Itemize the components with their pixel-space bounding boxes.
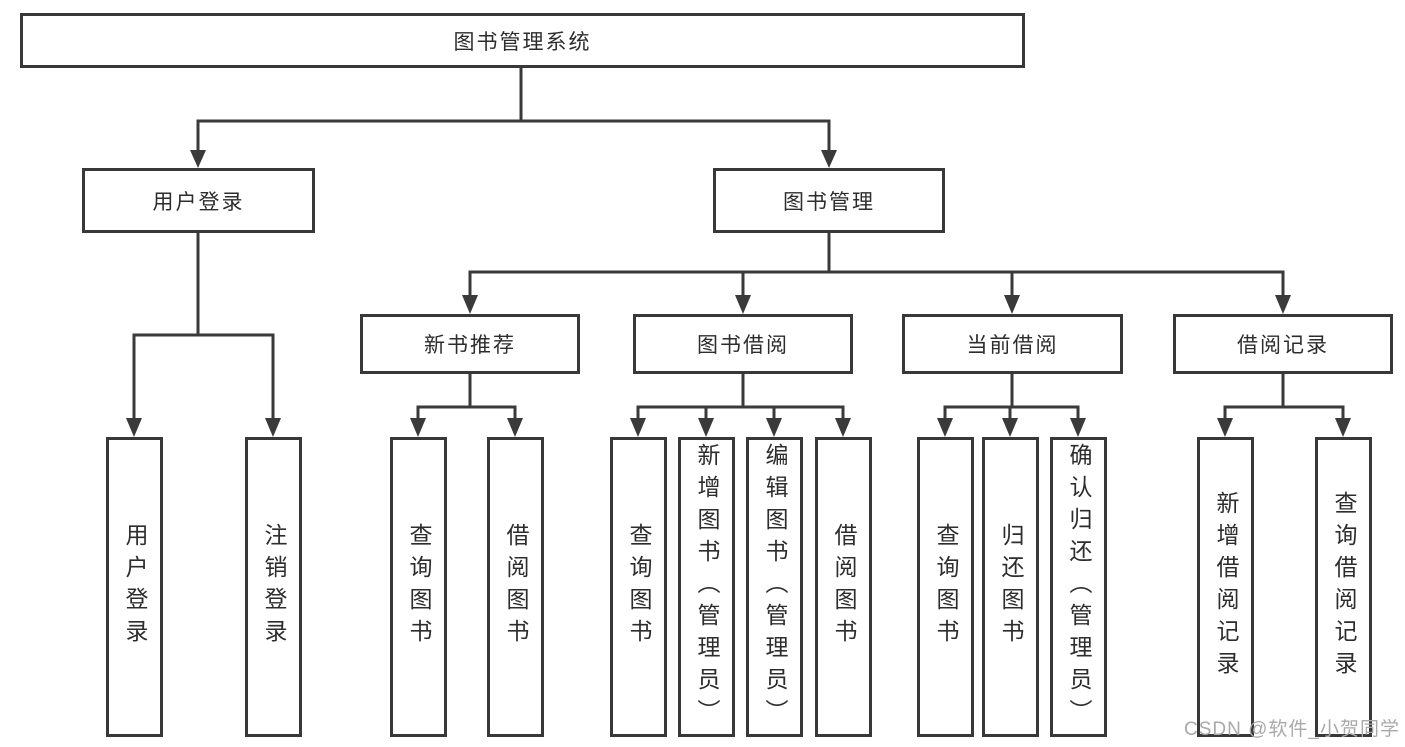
- node-book-management: 图书管理: [713, 168, 945, 233]
- leaf-borrow-books-recommend: 借阅图书: [487, 437, 544, 737]
- node-borrow-records: 借阅记录: [1173, 314, 1393, 374]
- leaf-borrow-books: 借阅图书: [815, 437, 872, 737]
- leaf-add-borrow-record: 新增借阅记录: [1197, 437, 1254, 737]
- node-label: 新增借阅记录: [1213, 491, 1239, 683]
- leaf-edit-book-admin: 编辑图书（管理员）: [746, 437, 803, 737]
- node-label: 查询图书: [626, 523, 652, 651]
- leaf-query-books-current: 查询图书: [917, 437, 974, 737]
- node-new-book-recommend: 新书推荐: [360, 314, 580, 374]
- node-label: 归还图书: [998, 523, 1024, 651]
- node-label: 借阅图书: [831, 523, 857, 651]
- node-current-borrow: 当前借阅: [902, 314, 1123, 374]
- node-book-borrow: 图书借阅: [633, 314, 853, 374]
- node-label: 查询图书: [933, 523, 959, 651]
- node-label: 用户登录: [152, 190, 245, 214]
- node-label: 查询图书: [406, 523, 432, 651]
- node-label: 图书借阅: [697, 334, 789, 357]
- node-label: 用户登录: [122, 523, 148, 651]
- node-label: 新书推荐: [424, 334, 516, 357]
- node-user-login: 用户登录: [82, 168, 315, 233]
- leaf-query-books-borrow: 查询图书: [610, 437, 667, 737]
- node-label: 确认归还（管理员）: [1066, 443, 1092, 731]
- leaf-query-borrow-record: 查询借阅记录: [1315, 437, 1372, 737]
- leaf-user-login: 用户登录: [106, 437, 163, 737]
- node-label: 当前借阅: [966, 334, 1059, 357]
- node-label: 借阅图书: [503, 523, 529, 651]
- node-label: 查询借阅记录: [1331, 491, 1357, 683]
- leaf-confirm-return-admin: 确认归还（管理员）: [1050, 437, 1107, 737]
- watermark: CSDN @软件_小贺同学: [1184, 719, 1400, 740]
- node-label: 注销登录: [261, 523, 287, 651]
- node-label: 图书管理: [783, 190, 875, 214]
- leaf-add-book-admin: 新增图书（管理员）: [678, 437, 735, 737]
- leaf-return-book: 归还图书: [982, 437, 1039, 737]
- node-label: 编辑图书（管理员）: [762, 443, 788, 731]
- leaf-query-books-recommend: 查询图书: [390, 437, 447, 737]
- connector-lines: [132, 68, 1345, 419]
- node-label: 借阅记录: [1237, 334, 1329, 357]
- leaf-logout: 注销登录: [245, 437, 302, 737]
- node-label: 新增图书（管理员）: [694, 443, 720, 731]
- node-root: 图书管理系统: [20, 13, 1025, 68]
- node-label: 图书管理系统: [453, 30, 592, 54]
